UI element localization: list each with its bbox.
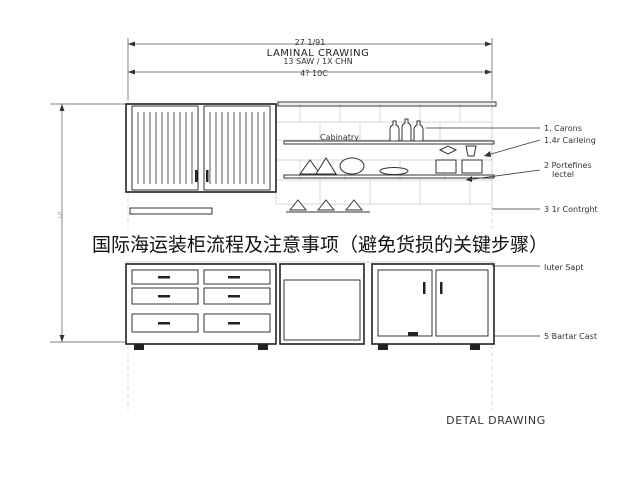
lower-shelf-items (129, 199, 370, 215)
bottles (389, 118, 424, 142)
callout-1: 1. Carons (544, 124, 582, 133)
drawing-footer: DETAL DRAWING (446, 414, 546, 427)
tile-backsplash (275, 103, 493, 205)
top-dimensions (127, 38, 493, 410)
shelf-items (299, 145, 483, 175)
callout-5: Iuter Sapt (544, 263, 584, 272)
upper-right-handle (206, 170, 209, 182)
callout-3b: Iectel (552, 170, 574, 179)
drawing-title-line2: 13 SAW / 1X CHN (283, 57, 352, 66)
caption-text: 国际海运装柜流程及注意事项（避免货损的关键步骤） (85, 227, 554, 259)
caption-overlay: 国际海运装柜流程及注意事项（避免货损的关键步骤） (0, 226, 640, 260)
callout-4: 3 1r Contrght (544, 205, 598, 214)
callout-2: 1.4r Carleing (544, 136, 596, 145)
callout-leaders (426, 127, 541, 337)
callout-3: 2 Portefines (544, 161, 592, 170)
left-height-dimension (50, 103, 128, 343)
upper-left-handle (195, 170, 198, 182)
drawing-title-line1: LAMINAL CRAWING (267, 48, 370, 59)
header-bottom-dim: 4? 10C (300, 69, 328, 78)
callout-6: 5 Bartar Cast (544, 332, 597, 341)
shelf-label: Cabinatry (320, 133, 359, 142)
base-cabinets (125, 263, 495, 350)
header-top-dim: 27 1/91 (295, 38, 326, 47)
left-dim-label: 5 (57, 211, 62, 220)
upper-cabinet (125, 103, 277, 193)
